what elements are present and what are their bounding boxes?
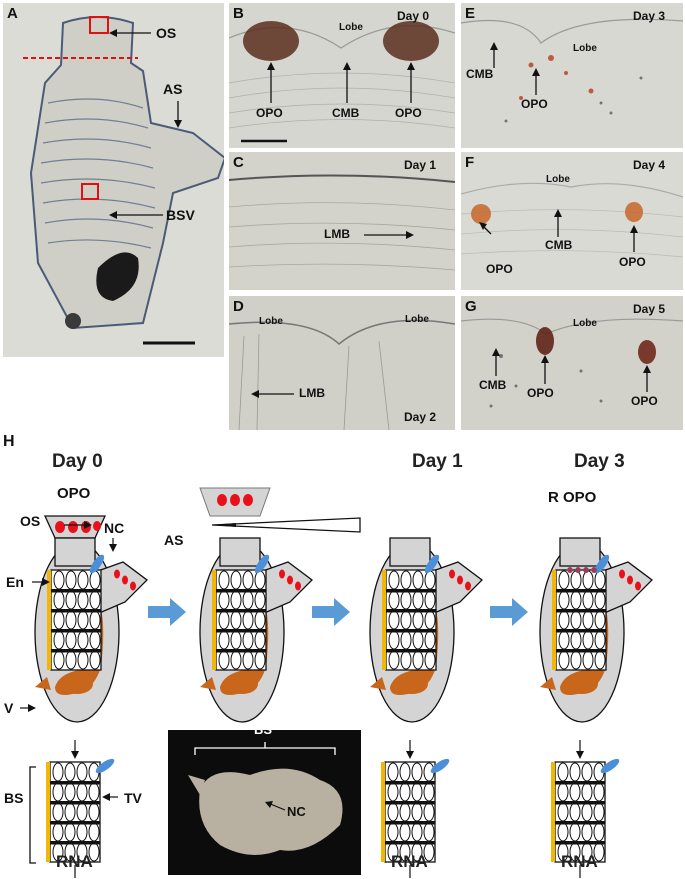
panel-a-specimen [23, 16, 224, 345]
label-v: V [4, 700, 14, 716]
label-opo: OPO [631, 394, 658, 408]
label-cmb: CMB [466, 67, 494, 81]
panel-b-day: Day 0 [397, 9, 430, 23]
schematic-diagram [20, 487, 685, 878]
label-lobe: Lobe [546, 174, 570, 185]
label-opo: OPO [57, 485, 91, 502]
panel-letter-d: D [233, 298, 244, 315]
panel-f-image [461, 182, 683, 258]
label-opo: OPO [256, 106, 283, 120]
label-tv: TV [124, 790, 142, 806]
panel-letter-g: G [465, 298, 477, 315]
panel-c: C Day 1 LMB [229, 152, 455, 290]
label-lmb: LMB [324, 227, 350, 241]
stage-title: Day 0 [52, 451, 103, 472]
rna-label: RNA [56, 852, 93, 871]
label-lobe: Lobe [339, 22, 363, 33]
panel-c-image [229, 174, 455, 271]
panel-a: A OS AS BSV [3, 3, 224, 357]
label-cmb: CMB [545, 238, 573, 252]
panel-e-image [461, 18, 683, 123]
label-opo: OPO [486, 262, 513, 276]
photo-label-bs: BS [254, 722, 273, 737]
label-bs: BS [4, 790, 24, 806]
label-r-opo: R OPO [548, 489, 597, 506]
label-bsv: BSV [166, 207, 195, 223]
panel-g-image [461, 318, 683, 408]
rna-label: RNA [561, 852, 598, 871]
label-lobe: Lobe [259, 316, 283, 327]
label-opo: OPO [521, 97, 548, 111]
panel-d-image [229, 319, 455, 430]
rna-label: RNA [391, 852, 428, 871]
panel-g-day: Day 5 [633, 302, 666, 316]
label-en: En [6, 574, 24, 590]
label-opo: OPO [527, 386, 554, 400]
label-os: OS [156, 25, 177, 41]
label-cmb: CMB [479, 378, 507, 392]
panel-e-day: Day 3 [633, 9, 666, 23]
panel-letter-b: B [233, 5, 244, 22]
panel-f-day: Day 4 [633, 158, 666, 172]
panel-letter-e: E [465, 5, 476, 22]
panel-d-day: Day 2 [404, 410, 437, 424]
label-as: AS [163, 81, 183, 97]
photo-label-nc: NC [287, 804, 306, 819]
stage-title: Day 1 [412, 451, 463, 472]
label-lmb: LMB [299, 386, 325, 400]
panel-letter-h: H [3, 433, 15, 450]
label-nc: NC [104, 520, 125, 536]
label-lobe: Lobe [573, 318, 597, 329]
panel-e: E Day 3 CMB OPO Lobe [461, 3, 683, 148]
label-lobe: Lobe [573, 43, 597, 54]
panel-letter-c: C [233, 154, 244, 171]
stage-title: Day 3 [574, 451, 625, 472]
panel-d: D Lobe Lobe LMB Day 2 [229, 296, 455, 430]
label-opo: OPO [619, 255, 646, 269]
panel-letter-f: F [465, 154, 475, 171]
label-os: OS [20, 513, 41, 529]
label-lobe: Lobe [405, 314, 429, 325]
panel-b: B Day 0 Lobe OPO CMB OPO [229, 3, 455, 148]
label-cmb: CMB [332, 106, 360, 120]
panel-f: F Day 4 Lobe OPO CMB OPO [461, 152, 683, 290]
panel-letter-a: A [7, 5, 18, 22]
label-as: AS [164, 532, 184, 548]
panel-b-image [229, 21, 455, 143]
label-opo: OPO [395, 106, 422, 120]
panel-g: G Day 5 Lobe CMB OPO OPO [461, 296, 683, 430]
panel-c-day: Day 1 [404, 158, 437, 172]
